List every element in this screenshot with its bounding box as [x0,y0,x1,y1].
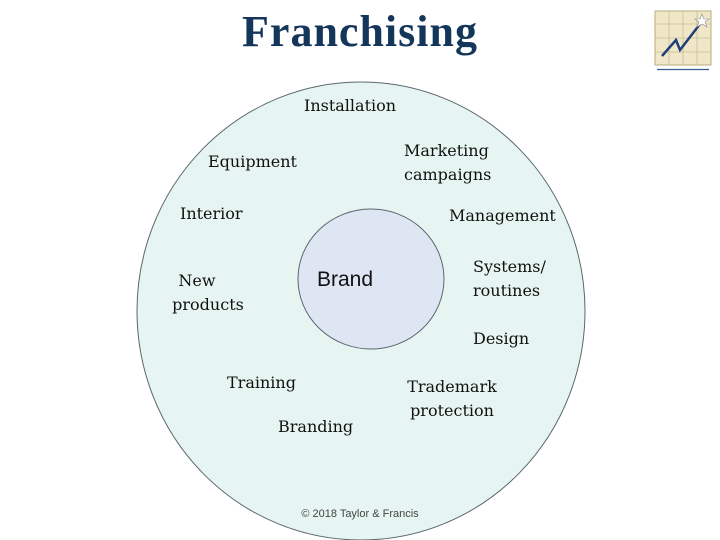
new-products-line2: products [172,295,244,314]
design-label: Design [473,329,530,348]
branding-label: Branding [278,417,354,436]
trademark-line1: Trademark [407,377,497,396]
management-label: Management [449,206,556,225]
equipment-label: Equipment [208,152,297,171]
training-label: Training [227,373,296,392]
systems-routines-label: Systems/ routines [473,255,546,303]
brand-circle [297,208,445,350]
systems-line2: routines [473,281,541,300]
marketing-line1: Marketing [404,141,489,160]
systems-line1: Systems/ [473,257,546,276]
marketing-campaigns-label: Marketing campaigns [404,139,491,187]
trademark-protection-label: Trademark protection [398,375,506,423]
installation-label: Installation [304,96,397,115]
trademark-line2: protection [410,401,494,420]
page-title: Franchising [242,7,478,56]
new-products-label: New products [160,269,256,317]
logo-icon [654,10,712,72]
interior-label: Interior [180,204,243,223]
marketing-line2: campaigns [404,165,492,184]
brand-label: Brand [316,268,374,291]
new-products-line1: New [178,271,216,290]
copyright-footer: © 2018 Taylor & Francis [301,508,419,520]
